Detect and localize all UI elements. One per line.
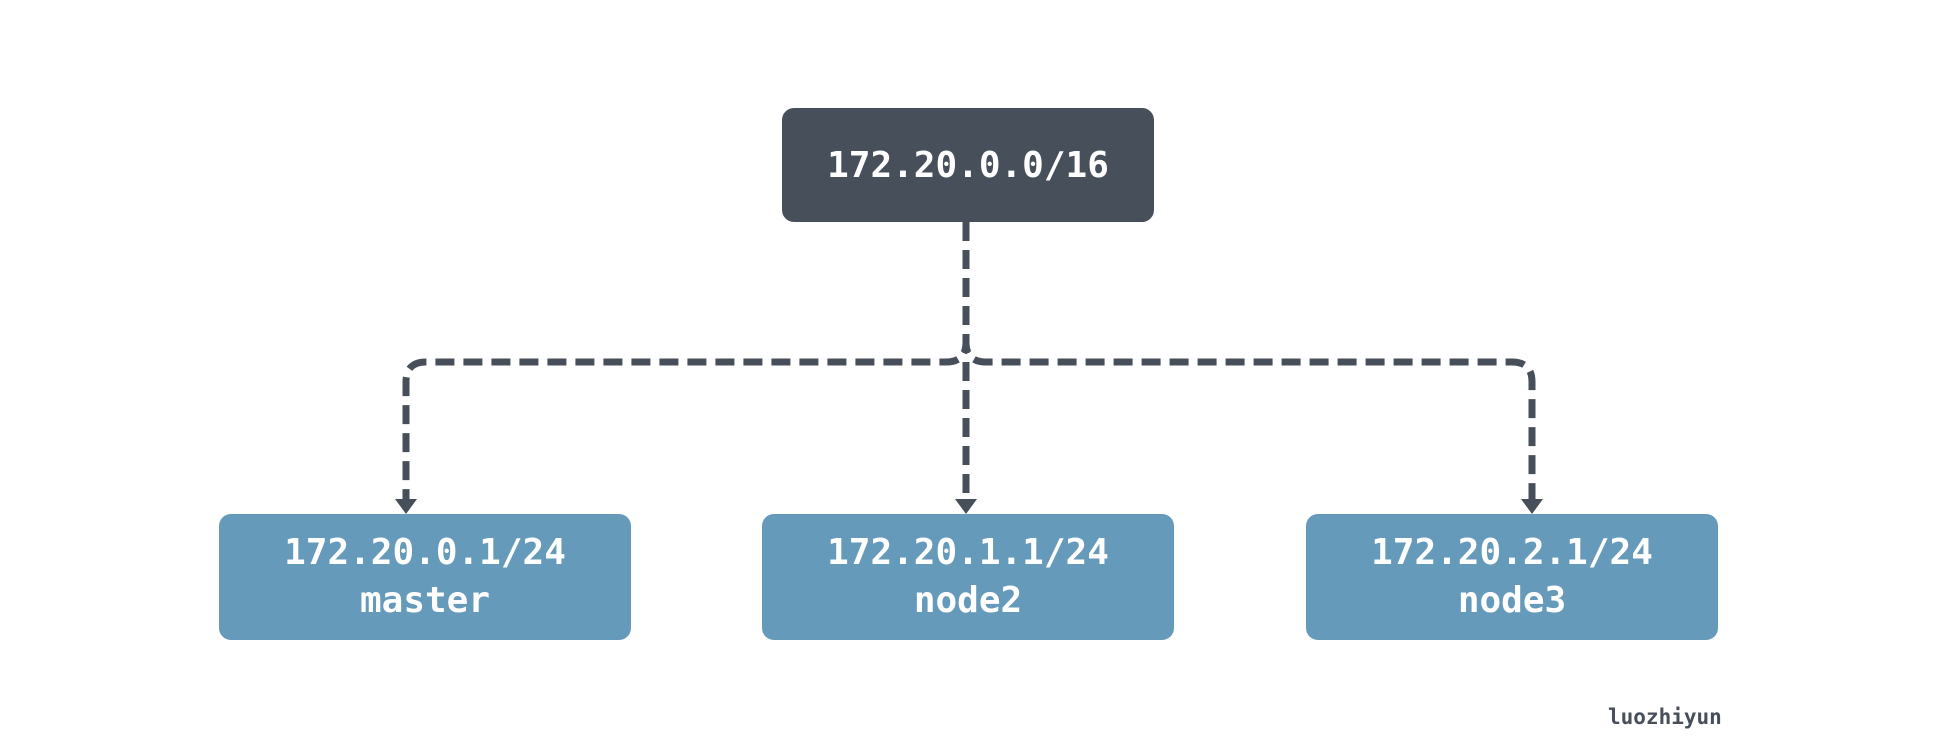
subnet-box-node2: 172.20.1.1/24 node2 (762, 514, 1174, 640)
root-network-label: 172.20.0.0/16 (827, 144, 1109, 186)
subnet-box-node3: 172.20.2.1/24 node3 (1306, 514, 1718, 640)
node-name-label: master (359, 580, 491, 621)
connector-to-master (402, 222, 970, 502)
node-name-label: node2 (913, 580, 1023, 621)
node-name-label: node3 (1457, 580, 1567, 621)
arrowhead-node2 (955, 499, 977, 514)
connector-to-node3 (962, 222, 1536, 502)
arrowhead-master (395, 499, 417, 514)
subnet-label: 172.20.0.1/24 (284, 532, 566, 573)
root-network-box: 172.20.0.0/16 (782, 108, 1154, 222)
subnet-label: 172.20.2.1/24 (1371, 532, 1653, 573)
subnet-label: 172.20.1.1/24 (827, 532, 1109, 573)
arrowhead-node3 (1521, 499, 1543, 514)
author-watermark: luozhiyun (1608, 705, 1722, 729)
subnet-box-master: 172.20.0.1/24 master (219, 514, 631, 640)
